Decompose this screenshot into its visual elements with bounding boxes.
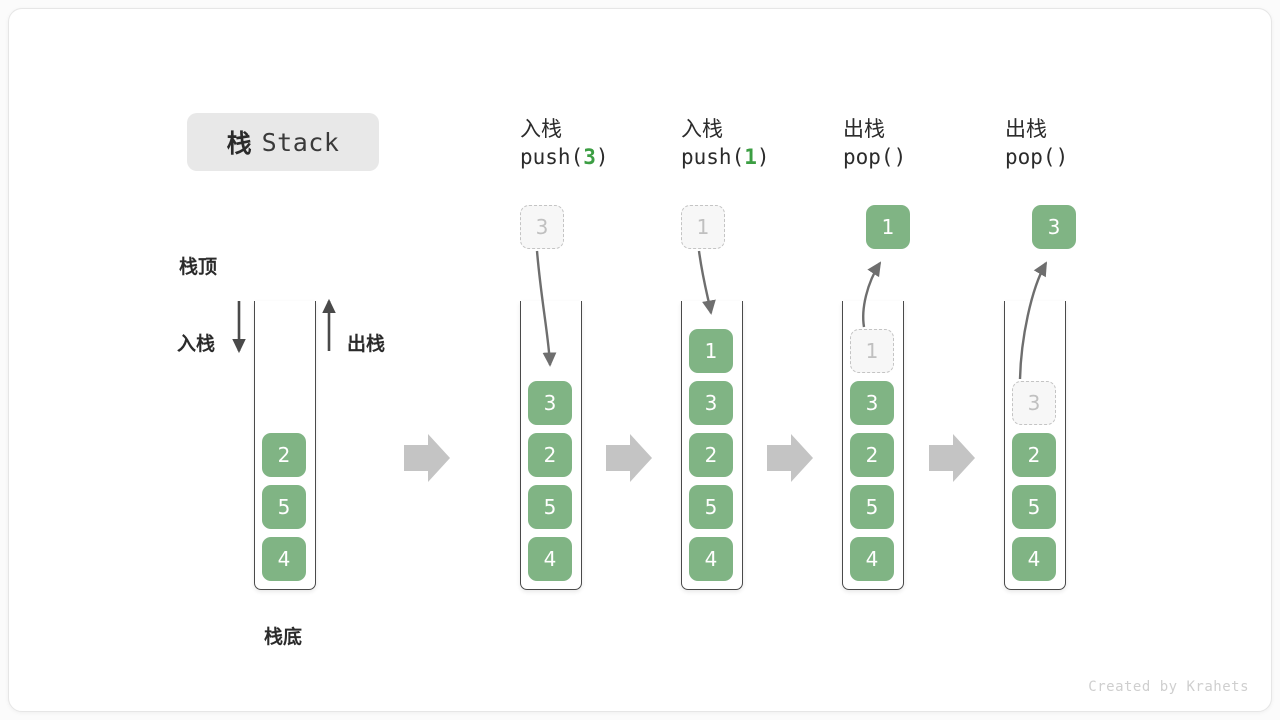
stack-cell: 5 — [689, 485, 733, 529]
pop-side-label: 出栈 — [347, 333, 386, 355]
code-suffix: ) — [756, 144, 770, 169]
stack-cell: 4 — [1012, 537, 1056, 581]
diagram-title: 栈 Stack — [187, 113, 379, 171]
stack-cell: 4 — [850, 537, 894, 581]
stack-container-push-1 — [681, 301, 743, 590]
code-prefix: pop( — [1005, 144, 1056, 169]
stack-container-pop-3 — [1004, 301, 1066, 590]
stack-cell: 5 — [262, 485, 306, 529]
stack-cell-ghost: 3 — [1012, 381, 1056, 425]
stack-top-label: 栈顶 — [179, 256, 218, 278]
stack-cell: 3 — [689, 381, 733, 425]
column-header-code: pop() — [843, 144, 906, 172]
stack-cell: 5 — [850, 485, 894, 529]
stack-cell: 2 — [262, 433, 306, 477]
stack-bottom-label: 栈底 — [264, 626, 303, 648]
code-prefix: push( — [681, 144, 745, 169]
column-header-pop-3: 出栈 pop() — [1005, 116, 1068, 171]
stack-cell: 2 — [850, 433, 894, 477]
column-header-cn: 出栈 — [1005, 117, 1047, 141]
column-header-cn: 入栈 — [520, 117, 562, 141]
code-arg: 3 — [583, 144, 596, 169]
stack-container-push-3 — [520, 301, 582, 590]
stack-cell: 4 — [262, 537, 306, 581]
stack-cell: 3 — [850, 381, 894, 425]
stack-cell: 3 — [528, 381, 572, 425]
code-suffix: ) — [893, 144, 907, 169]
stack-cell: 2 — [689, 433, 733, 477]
stack-cell: 5 — [528, 485, 572, 529]
stack-cell: 5 — [1012, 485, 1056, 529]
column-header-code: push(3) — [520, 144, 609, 172]
float-cell-ghost: 1 — [681, 205, 725, 249]
code-suffix: ) — [595, 144, 609, 169]
stack-cell: 4 — [528, 537, 572, 581]
flow-arrow — [404, 434, 450, 482]
stack-cell: 2 — [1012, 433, 1056, 477]
title-chinese: 栈 — [226, 129, 252, 158]
stack-container-initial — [254, 301, 316, 590]
title-english: Stack — [261, 127, 340, 157]
stack-cell: 1 — [689, 329, 733, 373]
stack-cell: 2 — [528, 433, 572, 477]
column-header-code: push(1) — [681, 144, 770, 172]
column-header-cn: 出栈 — [843, 117, 885, 141]
diagram-card: 栈 Stack 栈顶 栈底 入栈 出栈 2 5 4 入栈 push(3) 3 3… — [8, 8, 1272, 712]
push-side-label: 入栈 — [177, 333, 216, 355]
flow-arrow — [929, 434, 975, 482]
float-cell-popped: 3 — [1032, 205, 1076, 249]
column-header-pop-1: 出栈 pop() — [843, 116, 906, 171]
code-prefix: pop( — [843, 144, 894, 169]
stack-cell: 4 — [689, 537, 733, 581]
flow-arrow — [606, 434, 652, 482]
column-header-cn: 入栈 — [681, 117, 723, 141]
column-header-code: pop() — [1005, 144, 1068, 172]
credit-watermark: Created by Krahets — [1088, 679, 1249, 695]
float-cell-ghost: 3 — [520, 205, 564, 249]
code-prefix: push( — [520, 144, 584, 169]
column-header-push-1: 入栈 push(1) — [681, 116, 770, 171]
float-cell-popped: 1 — [866, 205, 910, 249]
code-suffix: ) — [1055, 144, 1069, 169]
column-header-push-3: 入栈 push(3) — [520, 116, 609, 171]
code-arg: 1 — [744, 144, 757, 169]
stack-cell-ghost: 1 — [850, 329, 894, 373]
stack-container-pop-1 — [842, 301, 904, 590]
flow-arrow — [767, 434, 813, 482]
